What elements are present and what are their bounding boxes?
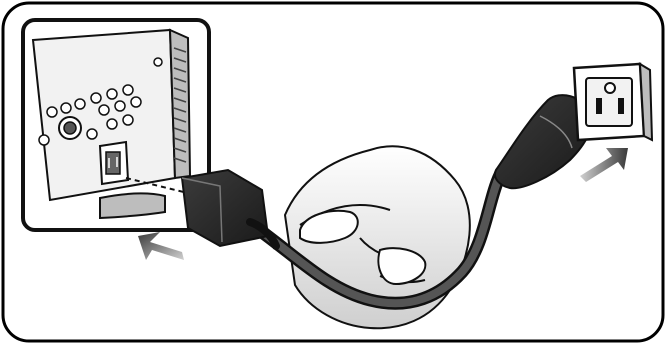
plug-in-arrow-icon — [580, 148, 628, 182]
power-cord-icon — [180, 91, 604, 310]
power-socket-icon — [98, 140, 130, 186]
projector-rear-panel-icon — [21, 18, 211, 232]
wall-outlet-icon — [572, 62, 654, 142]
insert-arrow-icon — [138, 232, 184, 260]
